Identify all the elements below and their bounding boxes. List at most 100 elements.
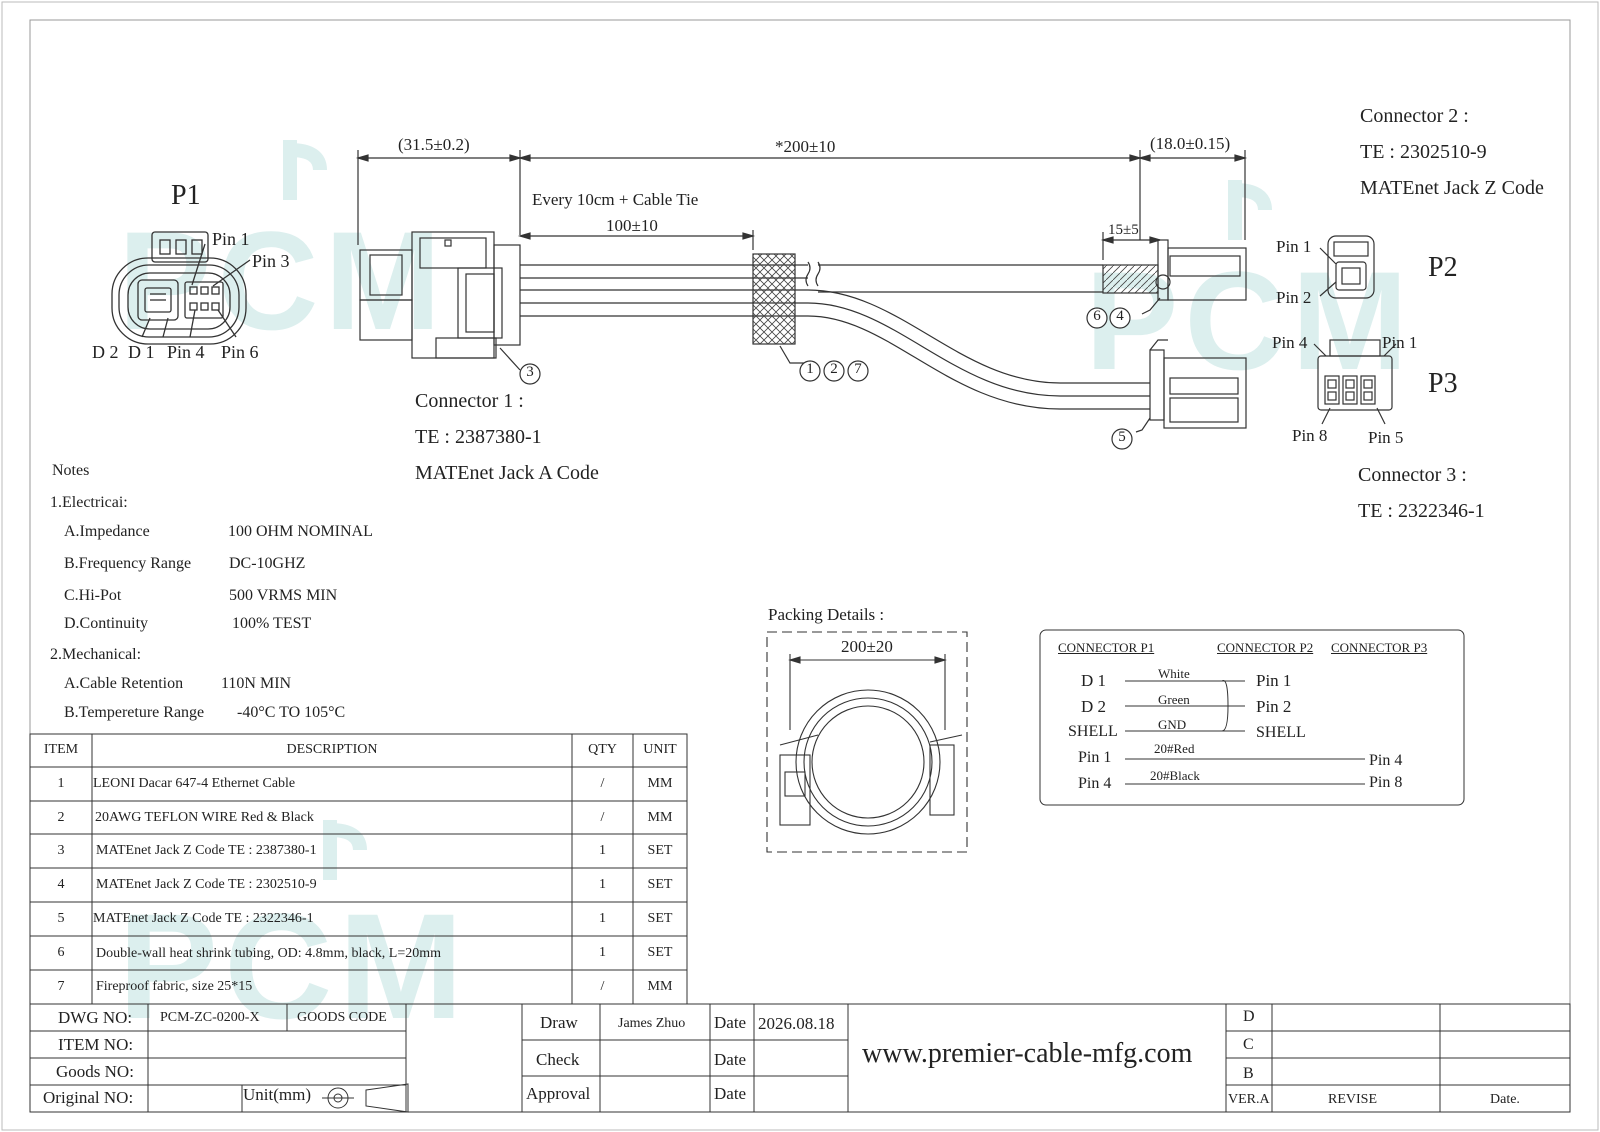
- bom-cell-description: MATEnet Jack Z Code TE : 2302510-9: [96, 877, 317, 892]
- note-frequency-value: DC-10GHZ: [229, 555, 306, 572]
- balloon-4: 4: [1116, 308, 1124, 324]
- note-temperature-value: -40°C TO 105°C: [237, 704, 346, 721]
- bom-cell-qty: 1: [599, 945, 606, 960]
- title-block-grid: [29, 1003, 1571, 1113]
- drawer-name: James Zhuo: [618, 1016, 686, 1031]
- wiring-row-from: SHELL: [1068, 723, 1118, 740]
- check-label: Check: [536, 1050, 580, 1069]
- dim-main: *200±10: [775, 137, 836, 156]
- label-p2-pin1: Pin 1: [1276, 237, 1312, 256]
- bom-cell-unit: MM: [647, 776, 673, 791]
- date-column-label: Date.: [1490, 1092, 1520, 1107]
- note-retention-value: 110N MIN: [221, 675, 292, 692]
- wiring-row-wire: GND: [1158, 717, 1187, 732]
- bom-cell-unit: SET: [647, 911, 673, 926]
- goods-code: GOODS CODE: [297, 1010, 387, 1025]
- note-hipot-label: C.Hi-Pot: [64, 587, 122, 604]
- wiring-row-wire: White: [1158, 666, 1190, 681]
- label-p2-pin2: Pin 2: [1276, 288, 1312, 307]
- approval-label: Approval: [526, 1084, 591, 1103]
- note-retention-label: A.Cable Retention: [64, 675, 184, 692]
- connector2-part: TE : 2302510-9: [1360, 141, 1487, 163]
- label-p1-pin4: Pin 4: [167, 342, 205, 362]
- draw-date-label: Date: [714, 1013, 747, 1032]
- rev-d: D: [1243, 1008, 1255, 1025]
- label-p1: P1: [171, 180, 201, 211]
- bom-cell-unit: MM: [647, 810, 673, 825]
- notes-mechanical: 2.Mechanical:: [50, 646, 142, 663]
- connector1-part: TE : 2387380-1: [415, 426, 542, 448]
- wiring-header-p1: CONNECTOR P1: [1058, 640, 1155, 655]
- wiring-diagram: [1039, 629, 1465, 806]
- bom-cell-item: 3: [57, 843, 65, 858]
- wiring-row-to: Pin 4: [1369, 752, 1403, 769]
- bom-cell-qty: /: [600, 979, 605, 994]
- bom-cell-unit: SET: [647, 843, 673, 858]
- label-p3-pin1: Pin 1: [1382, 333, 1418, 352]
- wiring-header-p3: CONNECTOR P3: [1331, 640, 1428, 655]
- bom-cell-item: 6: [57, 945, 65, 960]
- tie-note: Every 10cm + Cable Tie: [532, 190, 699, 209]
- connector2-type: MATEnet Jack Z Code: [1360, 177, 1544, 199]
- packing-dim: 200±20: [841, 637, 893, 656]
- bom-cell-description: Fireproof fabric, size 25*15: [96, 979, 253, 994]
- wiring-header-p2: CONNECTOR P2: [1217, 640, 1314, 655]
- wiring-row-to: Pin 2: [1256, 697, 1292, 716]
- packing-drawing: [766, 631, 968, 853]
- note-continuity-label: D.Continuity: [64, 615, 149, 632]
- original-no-label: Original NO:: [43, 1088, 134, 1107]
- bom-cell-item: 7: [57, 979, 65, 994]
- note-impedance-label: A.Impedance: [64, 523, 150, 540]
- note-continuity-value: 100% TEST: [232, 615, 312, 632]
- approval-date-label: Date: [714, 1084, 747, 1103]
- p3-connector-face: [1313, 339, 1397, 425]
- bom-cell-qty: /: [600, 776, 605, 791]
- wiring-row-wire: 20#Black: [1150, 768, 1200, 783]
- wiring-row-from: D 2: [1081, 697, 1107, 716]
- label-p2: P2: [1428, 252, 1458, 283]
- revise-label: REVISE: [1328, 1092, 1377, 1107]
- website-link[interactable]: www.premier-cable-mfg.com: [862, 1038, 1193, 1069]
- wiring-row-to: SHELL: [1256, 724, 1306, 741]
- wiring-row-from: Pin 4: [1078, 775, 1112, 792]
- connector2-title: Connector 2 :: [1360, 105, 1469, 127]
- label-p3: P3: [1428, 368, 1458, 399]
- bom-header-unit: UNIT: [643, 742, 677, 757]
- wiring-row-wire: Green: [1158, 692, 1190, 707]
- label-p3-pin4: Pin 4: [1272, 333, 1308, 352]
- packing-title: Packing Details :: [768, 605, 885, 624]
- bom-cell-item: 2: [57, 810, 65, 825]
- draw-date-value: 2026.08.18: [758, 1014, 835, 1033]
- wiring-row-to: Pin 8: [1369, 774, 1403, 791]
- check-date-label: Date: [714, 1050, 747, 1069]
- balloon-2: 2: [830, 361, 838, 377]
- balloon-6: 6: [1093, 308, 1101, 324]
- wiring-row-to: Pin 1: [1256, 671, 1292, 690]
- balloon-5: 5: [1118, 429, 1126, 445]
- connector3-title: Connector 3 :: [1358, 464, 1467, 486]
- connector3-part: TE : 2322346-1: [1358, 500, 1485, 522]
- bom-cell-qty: 1: [599, 843, 606, 858]
- tie-dim: 100±10: [606, 216, 658, 235]
- bom-cell-item: 1: [57, 776, 65, 791]
- bom-cell-item: 5: [57, 911, 65, 926]
- item-no-label: ITEM NO:: [58, 1035, 134, 1054]
- bom-cell-unit: SET: [647, 945, 673, 960]
- bom-cell-unit: SET: [647, 877, 673, 892]
- p2-connector-face: [1319, 235, 1375, 299]
- heat-dim: 15±5: [1108, 222, 1139, 238]
- balloon-7: 7: [854, 361, 862, 377]
- dim-right: (18.0±0.15): [1150, 134, 1231, 153]
- dwg-label: DWG NO:: [58, 1008, 133, 1027]
- label-p3-pin5: Pin 5: [1368, 428, 1404, 447]
- bom-header-qty: QTY: [588, 742, 617, 757]
- bom-cell-qty: /: [600, 810, 605, 825]
- bom-cell-description: Double-wall heat shrink tubing, OD: 4.8m…: [96, 946, 442, 961]
- wiring-row-wire: 20#Red: [1154, 741, 1195, 756]
- notes-title: Notes: [52, 462, 90, 479]
- dim-left: (31.5±0.2): [398, 135, 470, 154]
- bom-cell-description: 20AWG TEFLON WIRE Red & Black: [95, 810, 314, 825]
- dwg-value: PCM-ZC-0200-X: [160, 1010, 260, 1025]
- draw-label: Draw: [540, 1013, 578, 1032]
